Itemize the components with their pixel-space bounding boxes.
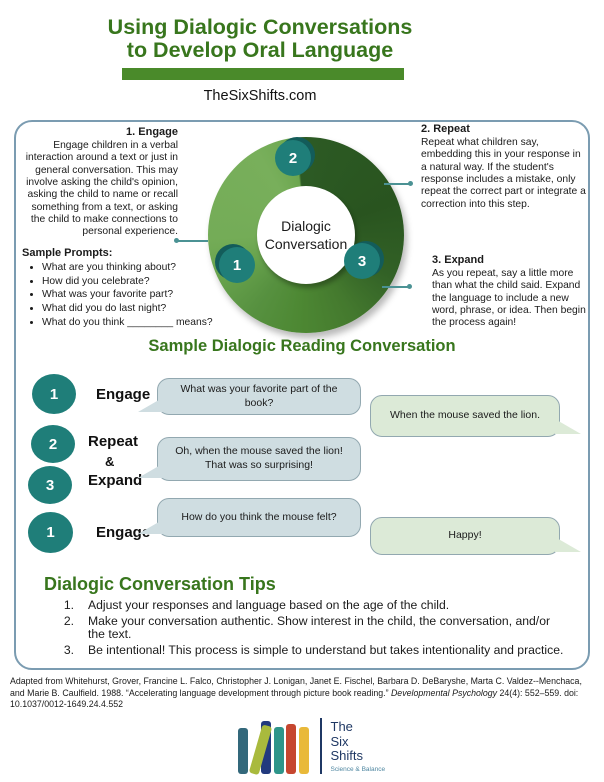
connector-dot-engage (174, 238, 179, 243)
sample-prompts-list: What are you thinking about? How did you… (22, 262, 217, 329)
teacher-bubble-2: Oh, when the mouse saved the lion! That … (138, 437, 361, 481)
child-bubble-1-text: When the mouse saved the lion. (389, 409, 540, 422)
sample-prompts-block: Sample Prompts: What are you thinking ab… (22, 247, 217, 330)
conversation-label-engage-2: Engage (96, 524, 151, 541)
conversation-badge-3: 3 (28, 466, 72, 504)
book-spine-icon (273, 727, 284, 774)
citation-journal: Developmental Psychology (390, 687, 498, 698)
child-bubble-2-text: Happy! (448, 529, 482, 542)
logo-text: The Six Shifts Science & Balance (331, 720, 386, 774)
book-spine-icon (298, 727, 309, 774)
donut-step-badge-1: 1 (219, 247, 255, 283)
sample-conversation-heading: Sample Dialogic Reading Conversation (148, 337, 456, 355)
tip-item: 2. Make your conversation authentic. Sho… (58, 613, 570, 642)
website-text: TheSixShifts.com (203, 88, 317, 104)
step-repeat-block: 2. Repeat Repeat what children say, embe… (421, 123, 587, 211)
step-expand-body: As you repeat, say a little more than wh… (432, 268, 586, 329)
book-spine-icon (238, 728, 248, 774)
connector-line-expand (382, 286, 409, 288)
donut-step-badge-3: 3 (344, 243, 380, 279)
tip-text: Make your conversation authentic. Show i… (88, 613, 551, 642)
sample-prompts-title: Sample Prompts: (22, 247, 113, 259)
logo-name-line: Six (330, 733, 349, 749)
six-shifts-logo: The Six Shifts Science & Balance (238, 714, 386, 776)
connector-line-engage (178, 240, 208, 242)
step-repeat-title: 2. Repeat (421, 123, 470, 135)
teacher-bubble-3-text: How do you think the mouse felt? (181, 510, 337, 523)
child-bubble-2: Happy! (370, 517, 581, 555)
conversation-label-repeat: Repeat (88, 433, 139, 450)
page-title: Using Dialogic Conversations to Develop … (0, 16, 520, 62)
logo-tagline: Science & Balance (330, 766, 386, 773)
donut-step-badge-2: 2 (275, 140, 311, 176)
logo-divider (319, 718, 322, 774)
step-engage-body: Engage children in a verbal interaction … (25, 140, 178, 238)
connector-line-repeat (384, 183, 410, 185)
step-repeat-body: Repeat what children say, embedding this… (421, 137, 586, 210)
child-bubble-1: When the mouse saved the lion. (370, 395, 581, 437)
teacher-bubble-2-text: Oh, when the mouse saved the lion! That … (175, 445, 343, 471)
tip-number: 3. (63, 642, 74, 657)
citation-text: Adapted from Whitehurst, Grover, Francin… (10, 676, 596, 711)
connector-dot-repeat (408, 181, 413, 186)
tip-item: 3. Be intentional! This process is simpl… (58, 642, 570, 658)
citation-prefix: Adapted from Whitehurst, Grover, Francin… (10, 676, 582, 698)
tips-heading: Dialogic Conversation Tips (44, 574, 276, 594)
step-engage-title: 1. Engage (126, 126, 178, 138)
prompt-item: What do you think ________ means? (42, 317, 217, 329)
tip-item: 1. Adjust your responses and language ba… (58, 598, 570, 613)
prompt-item: What are you thinking about? (42, 262, 217, 274)
tip-number: 1. (63, 598, 74, 612)
conversation-label-expand: Expand (88, 472, 143, 489)
donut-center-line1: Dialogic (281, 217, 331, 234)
logo-name-line: The (330, 719, 353, 735)
page-title-line2: to Develop Oral Language (126, 38, 394, 62)
conversation-badge-1b: 1 (28, 512, 73, 553)
step-engage-block: 1. Engage Engage children in a verbal in… (20, 126, 178, 239)
teacher-bubble-1-text: What was your favorite part of the book? (180, 382, 338, 409)
tip-text: Adjust your responses and language based… (88, 598, 450, 612)
logo-books-icon (238, 721, 309, 776)
page-title-line1: Using Dialogic Conversations (107, 15, 413, 39)
teacher-bubble-3: How do you think the mouse felt? (138, 498, 361, 537)
conversation-label-ampersand: & (105, 454, 115, 469)
book-spine-icon (286, 724, 296, 774)
citation-suffix: 24(4): 552–559. doi: 10.1037/0012-1649.2… (10, 687, 579, 710)
teacher-bubble-1: What was your favorite part of the book? (138, 378, 361, 415)
conversation-label-engage: Engage (96, 386, 151, 403)
conversation-badge-2: 2 (31, 425, 75, 463)
step-expand-title: 3. Expand (432, 254, 484, 266)
prompt-item: How did you celebrate? (42, 276, 217, 288)
prompt-item: What did you do last night? (42, 303, 217, 315)
content-border-box (14, 120, 590, 670)
donut-center-label: Dialogic Conversation (257, 186, 355, 284)
donut-center-line2: Conversation (264, 236, 348, 252)
conversation-badge-1: 1 (32, 374, 76, 414)
tip-text: Be intentional! This process is simple t… (88, 642, 564, 657)
step-expand-block: 3. Expand As you repeat, say a little mo… (432, 254, 588, 330)
title-underline-bar (122, 68, 404, 80)
tip-number: 2. (63, 613, 74, 628)
logo-name-line: Shifts (330, 748, 364, 764)
connector-dot-expand (407, 284, 412, 289)
prompt-item: What was your favorite part? (42, 289, 217, 301)
tips-list: 1. Adjust your responses and language ba… (58, 598, 570, 660)
